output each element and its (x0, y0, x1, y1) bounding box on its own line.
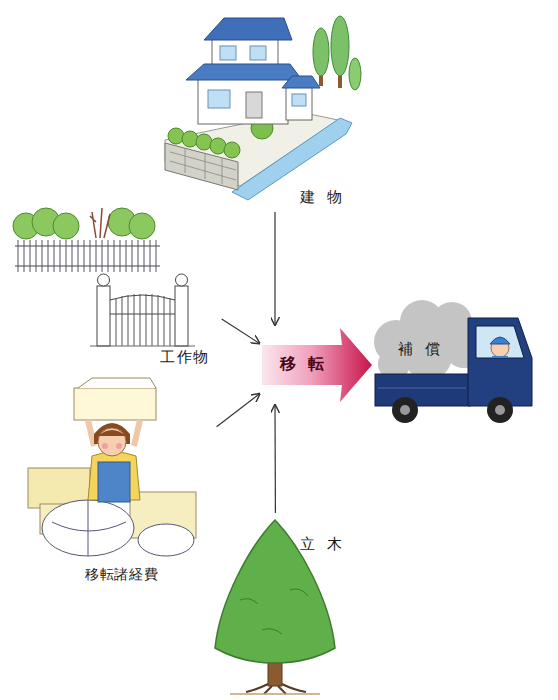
standing-tree-illustration-part (230, 693, 320, 695)
arrow-shape-fill (262, 328, 372, 402)
house-illustration-part (246, 92, 262, 118)
fence-gate-illustration (13, 208, 195, 346)
connector-arrow (222, 319, 260, 343)
moving-person-illustration-part (102, 443, 108, 449)
fence-gate-illustration-part (18, 240, 156, 272)
house-illustration-part (232, 118, 352, 200)
fence-gate-illustration-part (90, 346, 195, 347)
house-illustration-part (208, 90, 230, 108)
fence-gate-illustration-part (90, 208, 110, 238)
truck-illustration-part (492, 356, 508, 358)
moving-person-illustration-part (78, 378, 156, 388)
truck-illustration-part (487, 397, 513, 423)
house-illustration (165, 16, 361, 200)
standing-tree-group: 立木 (210, 515, 356, 695)
moving-person-illustration (28, 378, 196, 556)
truck-illustration-part (495, 405, 505, 415)
house-illustration-part (292, 94, 306, 106)
node-label: 工作物 (160, 348, 210, 367)
node-label: 建物 (300, 188, 354, 207)
moving-person-illustration-part (116, 443, 122, 449)
moving-person-illustration-part (98, 428, 126, 456)
house-illustration-part (349, 58, 361, 90)
fence-gate-illustration-part (129, 213, 155, 239)
truck-illustration-part (476, 326, 524, 358)
house-illustration-part (224, 142, 240, 158)
node-label: 移転諸経費 (85, 566, 159, 584)
house-illustration-part (210, 138, 226, 154)
connector-arrow (217, 394, 260, 427)
structure-group: 工作物 (12, 200, 220, 370)
house-illustration-part (168, 128, 184, 144)
standing-tree-illustration-part (240, 589, 308, 634)
house-illustration-part (220, 46, 236, 60)
moving-person-illustration-part (138, 524, 194, 556)
house-illustration-part (313, 28, 329, 76)
fence-gate-illustration-part (53, 213, 79, 239)
house-illustration-part (331, 16, 349, 76)
moving-person-illustration-part (98, 430, 126, 436)
house-illustration-part (196, 134, 212, 150)
transfer-arrow: 移転 (262, 328, 372, 402)
standing-tree-illustration-part (246, 684, 306, 694)
connector-arrow (274, 212, 275, 325)
moving-person-illustration-part (52, 500, 126, 556)
fence-gate-illustration-part (98, 274, 110, 286)
house-illustration-part (198, 74, 288, 124)
house-illustration-part (282, 76, 320, 88)
truck-illustration-part (392, 397, 418, 423)
truck-illustration (374, 300, 532, 423)
fence-gate-illustration-part (175, 286, 188, 346)
fence-gate-illustration-part (176, 274, 188, 286)
house-illustration-part (250, 46, 266, 60)
fence-gate-illustration-part (116, 294, 170, 346)
fence-gate-illustration-part (97, 286, 110, 346)
truck-illustration-part (375, 374, 470, 406)
truck-illustration-part (378, 388, 466, 389)
node-label: 移転 (280, 354, 338, 374)
truck-illustration-part (468, 318, 532, 406)
house-illustration-part (286, 84, 312, 120)
node-label: 立木 (300, 535, 354, 554)
connector-arrow (274, 405, 276, 513)
fence-gate-illustration-part (110, 314, 175, 315)
truck-illustration-part (490, 337, 510, 344)
node-label: 補償 (398, 340, 452, 359)
house-illustration-part (204, 18, 292, 40)
house-illustration-part (182, 131, 198, 147)
building-group: 建物 (160, 15, 360, 210)
compensation-truck: 補償 (374, 300, 535, 430)
truck-illustration-part (400, 405, 410, 415)
fence-gate-illustration-part (110, 295, 175, 300)
moving-person-illustration-part (74, 388, 156, 420)
moving-person-illustration-part (42, 500, 134, 556)
moving-expenses-group: 移転諸経費 (20, 385, 215, 590)
moving-person-illustration-part (98, 462, 130, 502)
house-illustration-part (186, 64, 302, 80)
